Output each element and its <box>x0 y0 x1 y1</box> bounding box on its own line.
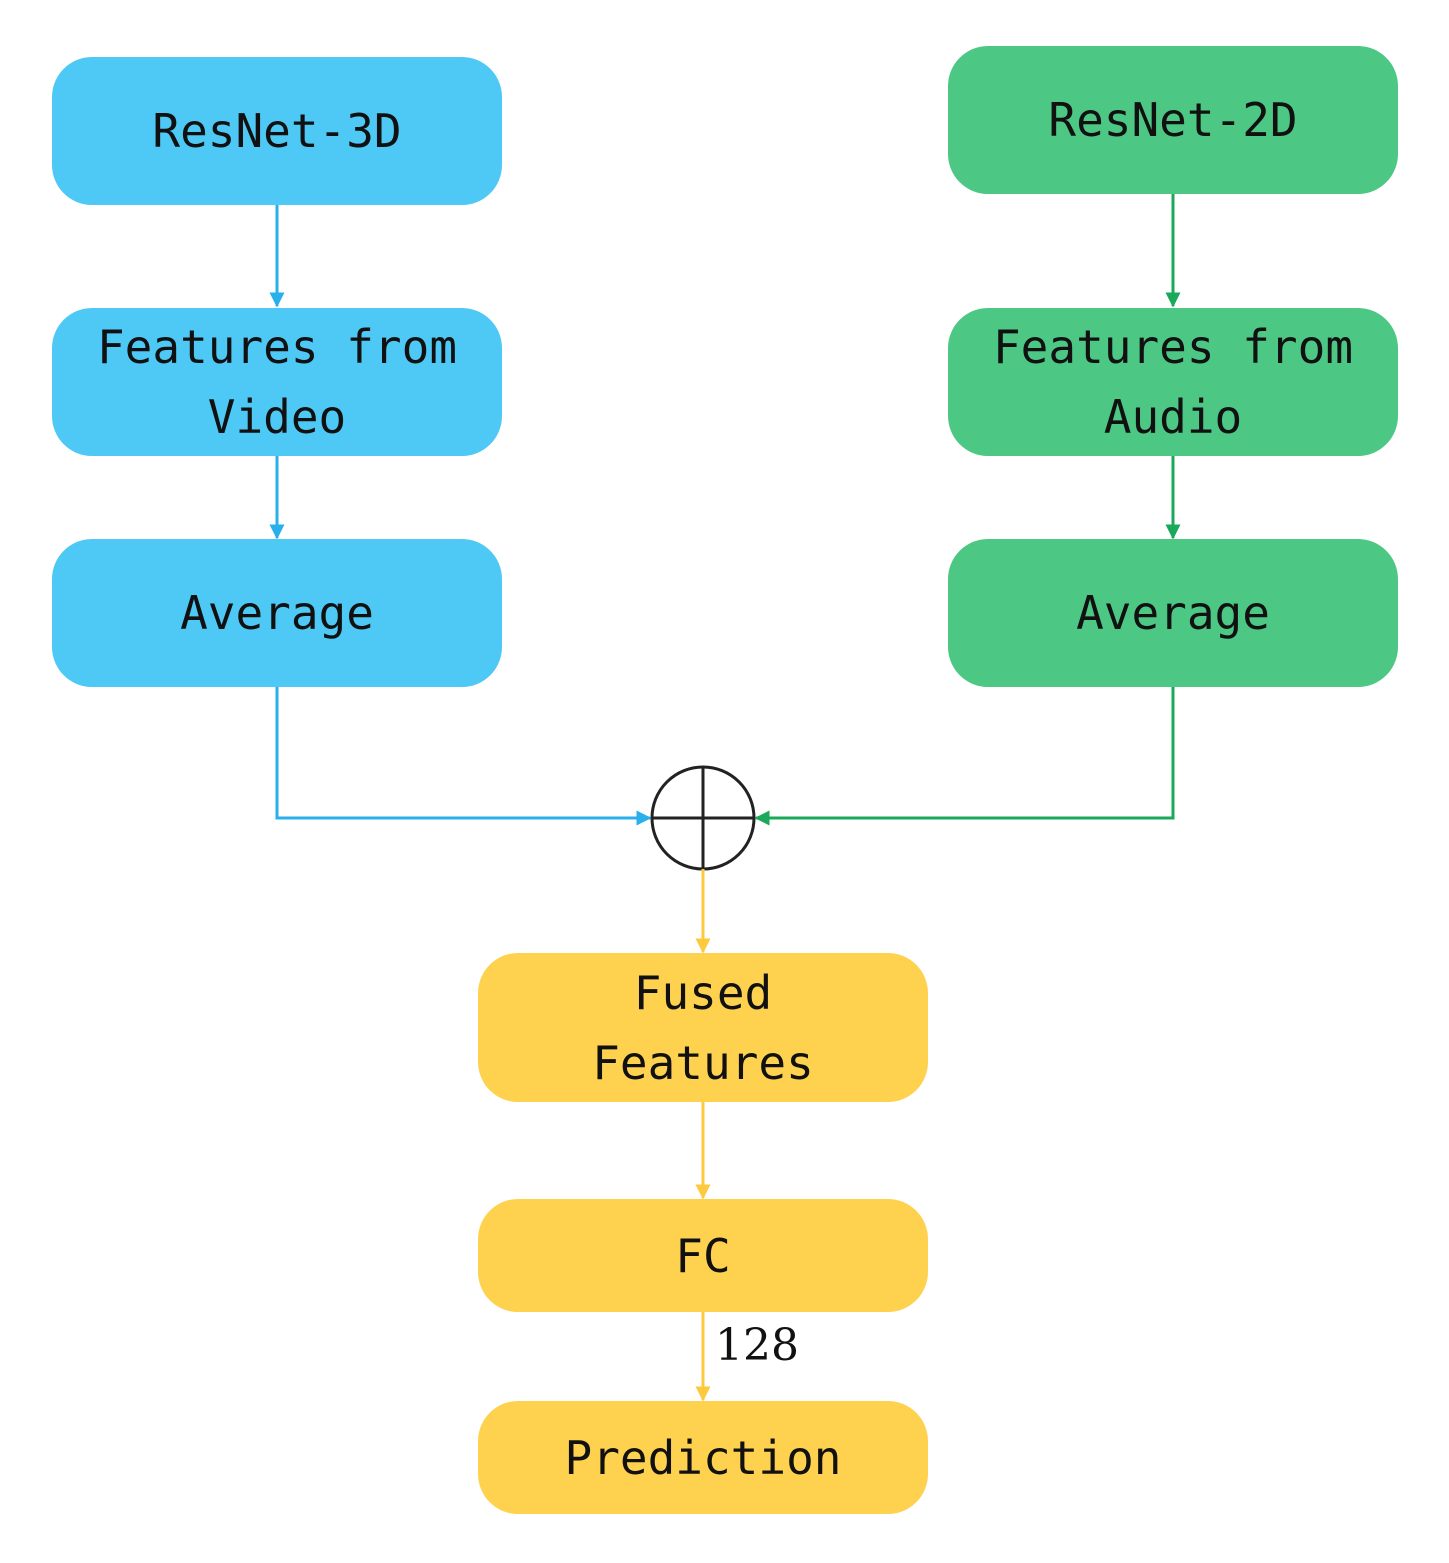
arrow-video-average-to-fusion <box>275 687 652 826</box>
prediction-node: Prediction <box>478 1401 928 1514</box>
fc-node: FC <box>478 1199 928 1312</box>
resnet3d-label: ResNet-3D <box>152 104 402 158</box>
resnet2d-label: ResNet-2D <box>1048 93 1298 147</box>
audio-features-label-line2: Audio <box>1103 390 1243 444</box>
fc-label: FC <box>675 1228 731 1283</box>
video-features-node: Features from Video <box>52 308 502 456</box>
video-features-label-line1: Features from <box>96 320 458 374</box>
fused-features-label-line1: Fused <box>633 965 773 1020</box>
audio-average-label: Average <box>1076 586 1270 640</box>
video-average-node: Average <box>52 539 502 687</box>
arrow-audio-average-to-fusion <box>754 687 1175 826</box>
audio-average-node: Average <box>948 539 1398 687</box>
resnet3d-node: ResNet-3D <box>52 57 502 205</box>
fc-output-dimension-label: 128 <box>715 1320 799 1371</box>
video-features-label-line2: Video <box>207 390 347 444</box>
video-average-label: Average <box>180 586 374 640</box>
circle-plus-icon <box>650 765 756 871</box>
fused-features-node: Fused Features <box>478 953 928 1102</box>
fused-features-label-line2: Features <box>592 1035 814 1090</box>
resnet2d-node: ResNet-2D <box>948 46 1398 194</box>
audio-features-label-line1: Features from <box>992 320 1354 374</box>
prediction-label: Prediction <box>564 1430 842 1485</box>
audio-features-node: Features from Audio <box>948 308 1398 456</box>
